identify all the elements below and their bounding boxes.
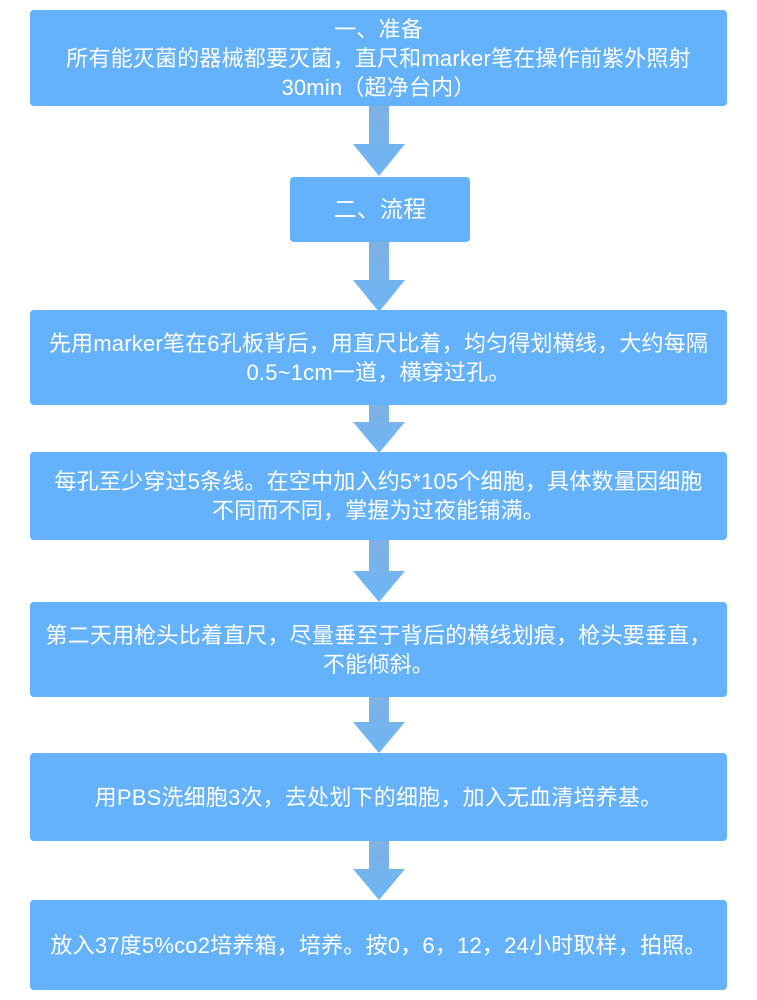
node-step-draw-lines[interactable]: 先用marker笔在6孔板背后，用直尺比着，均匀得划横线，大约每隔0.5~1cm…	[30, 310, 727, 405]
node-process-header-text: 二、流程	[333, 196, 427, 222]
arrow-process-to-step1	[353, 242, 405, 312]
arrow-step1-to-step2	[353, 405, 405, 453]
node-process-header[interactable]: 二、流程	[290, 177, 470, 242]
node-step-seed-cells[interactable]: 每孔至少穿过5条线。在空中加入约5*105个细胞，具体数量因细胞不同而不同，掌握…	[30, 452, 727, 540]
node-step-scratch-text: 第二天用枪头比着直尺，尽量垂至于背后的横线划痕，枪头要垂直，不能倾斜。	[45, 622, 712, 677]
node-step-incubate[interactable]: 放入37度5%co2培养箱，培养。按0，6，12，24小时取样，拍照。	[30, 900, 727, 990]
arrow-prep-to-process	[353, 106, 405, 176]
node-preparation-text: 一、准备 所有能灭菌的器械都要灭菌，直尺和marker笔在操作前紫外照射30mi…	[66, 16, 691, 100]
node-step-incubate-text: 放入37度5%co2培养箱，培养。按0，6，12，24小时取样，拍照。	[50, 932, 707, 958]
node-step-seed-cells-text: 每孔至少穿过5条线。在空中加入约5*105个细胞，具体数量因细胞不同而不同，掌握…	[54, 469, 703, 523]
node-step-scratch[interactable]: 第二天用枪头比着直尺，尽量垂至于背后的横线划痕，枪头要垂直，不能倾斜。	[30, 602, 727, 697]
arrow-step3-to-step4	[353, 697, 405, 753]
node-preparation[interactable]: 一、准备 所有能灭菌的器械都要灭菌，直尺和marker笔在操作前紫外照射30mi…	[30, 10, 727, 106]
node-step-wash-pbs[interactable]: 用PBS洗细胞3次，去处划下的细胞，加入无血清培养基。	[30, 753, 727, 841]
arrow-step4-to-step5	[353, 841, 405, 900]
arrow-step2-to-step3	[353, 540, 405, 602]
node-step-wash-pbs-text: 用PBS洗细胞3次，去处划下的细胞，加入无血清培养基。	[94, 784, 663, 810]
node-step-draw-lines-text: 先用marker笔在6孔板背后，用直尺比着，均匀得划横线，大约每隔0.5~1cm…	[48, 330, 709, 385]
